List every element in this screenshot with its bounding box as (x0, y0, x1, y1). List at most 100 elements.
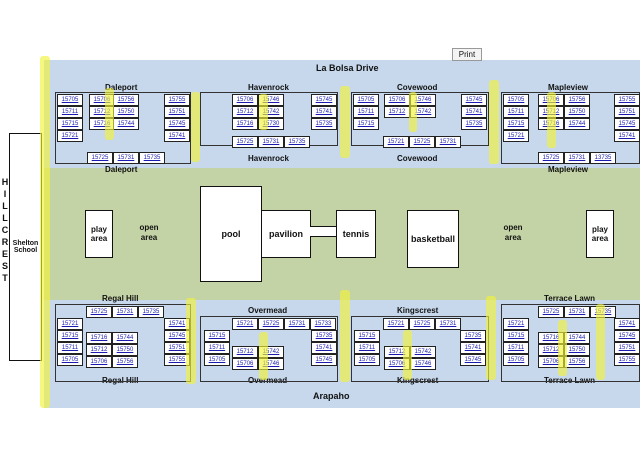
unit-terrace-right-2[interactable]: 15751 (614, 342, 640, 354)
unit-havenrock-right-0[interactable]: 15745 (311, 94, 337, 106)
unit-kingscrest-right-0[interactable]: 15735 (460, 330, 486, 342)
unit-covewood-inner-a-1[interactable]: 15712 (384, 106, 410, 118)
unit-mapleview-left-1[interactable]: 15711 (503, 106, 529, 118)
unit-mapleview-right-1[interactable]: 15751 (614, 106, 640, 118)
unit-regalhill-inner-a-2[interactable]: 15706 (86, 356, 112, 368)
unit-covewood-left-2[interactable]: 15715 (353, 118, 379, 130)
unit-terrace-inner-a-0[interactable]: 15716 (538, 332, 564, 344)
unit-covewood-bottom-2[interactable]: 15731 (435, 136, 461, 148)
unit-overmead-right-0[interactable]: 15735 (311, 330, 337, 342)
unit-regalhill-inner-b-1[interactable]: 15750 (112, 344, 138, 356)
unit-daleport-inner-b-1[interactable]: 15750 (113, 106, 139, 118)
unit-daleport-bottom-2[interactable]: 15735 (139, 152, 165, 164)
unit-terrace-inner-b-1[interactable]: 15750 (564, 344, 590, 356)
unit-regalhill-left-2[interactable]: 15711 (57, 342, 83, 354)
unit-mapleview-right-2[interactable]: 15745 (614, 118, 640, 130)
unit-covewood-left-1[interactable]: 15711 (353, 106, 379, 118)
unit-mapleview-bottom-0[interactable]: 15725 (538, 152, 564, 164)
unit-kingscrest-inner-b-0[interactable]: 15742 (410, 346, 436, 358)
unit-mapleview-bottom-1[interactable]: 15731 (564, 152, 590, 164)
unit-havenrock-left-2[interactable]: 15745 (164, 118, 190, 130)
unit-covewood-left-0[interactable]: 15705 (353, 94, 379, 106)
unit-daleport-left-1[interactable]: 15711 (57, 106, 83, 118)
unit-covewood-right-2[interactable]: 15735 (461, 118, 487, 130)
unit-daleport-inner-b-0[interactable]: 15756 (113, 94, 139, 106)
unit-overmead-inner-a-0[interactable]: 15712 (232, 346, 258, 358)
unit-terrace-left-1[interactable]: 15715 (503, 330, 529, 342)
unit-terrace-top-1[interactable]: 15731 (564, 306, 590, 318)
unit-kingscrest-top-1[interactable]: 15725 (409, 318, 435, 330)
unit-overmead-left-2[interactable]: 15705 (204, 354, 230, 366)
unit-havenrock-right-1[interactable]: 15741 (311, 106, 337, 118)
unit-terrace-inner-b-2[interactable]: 15756 (564, 356, 590, 368)
unit-daleport-bottom-0[interactable]: 15725 (87, 152, 113, 164)
unit-kingscrest-inner-b-1[interactable]: 15746 (410, 358, 436, 370)
unit-mapleview-left-3[interactable]: 15721 (503, 130, 529, 142)
unit-daleport-bottom-1[interactable]: 15731 (113, 152, 139, 164)
unit-regalhill-left-0[interactable]: 15721 (57, 318, 83, 330)
unit-overmead-right-2[interactable]: 15745 (311, 354, 337, 366)
unit-havenrock-bottom-2[interactable]: 15735 (284, 136, 310, 148)
unit-daleport-left-2[interactable]: 15715 (57, 118, 83, 130)
unit-regalhill-inner-a-0[interactable]: 15716 (86, 332, 112, 344)
unit-havenrock-right-2[interactable]: 15735 (311, 118, 337, 130)
unit-overmead-left-0[interactable]: 15715 (204, 330, 230, 342)
unit-terrace-left-2[interactable]: 15711 (503, 342, 529, 354)
unit-kingscrest-left-1[interactable]: 15711 (354, 342, 380, 354)
unit-regalhill-left-1[interactable]: 15715 (57, 330, 83, 342)
unit-terrace-inner-b-0[interactable]: 15744 (564, 332, 590, 344)
unit-mapleview-bottom-2[interactable]: 13735 (590, 152, 616, 164)
unit-terrace-left-0[interactable]: 15721 (503, 318, 529, 330)
unit-daleport-left-3[interactable]: 15721 (57, 130, 83, 142)
unit-overmead-top-0[interactable]: 15721 (232, 318, 258, 330)
unit-daleport-left-0[interactable]: 15705 (57, 94, 83, 106)
unit-covewood-inner-a-0[interactable]: 15706 (384, 94, 410, 106)
unit-covewood-right-0[interactable]: 15745 (461, 94, 487, 106)
unit-terrace-top-0[interactable]: 15725 (538, 306, 564, 318)
unit-regalhill-inner-b-2[interactable]: 15756 (112, 356, 138, 368)
unit-regalhill-left-3[interactable]: 15705 (57, 354, 83, 366)
print-button[interactable]: Print (452, 48, 482, 61)
unit-regalhill-inner-b-0[interactable]: 15744 (112, 332, 138, 344)
unit-havenrock-inner-a-0[interactable]: 15706 (232, 94, 258, 106)
unit-mapleview-inner-b-2[interactable]: 15744 (564, 118, 590, 130)
unit-mapleview-right-3[interactable]: 15741 (614, 130, 640, 142)
unit-terrace-right-1[interactable]: 15745 (614, 330, 640, 342)
unit-kingscrest-left-2[interactable]: 15705 (354, 354, 380, 366)
unit-overmead-right-1[interactable]: 15741 (311, 342, 337, 354)
unit-regalhill-right-1[interactable]: 15745 (164, 330, 190, 342)
unit-kingscrest-right-2[interactable]: 15745 (460, 354, 486, 366)
unit-daleport-inner-b-2[interactable]: 15744 (113, 118, 139, 130)
unit-mapleview-inner-b-1[interactable]: 15750 (564, 106, 590, 118)
unit-kingscrest-right-1[interactable]: 15741 (460, 342, 486, 354)
unit-regalhill-top-1[interactable]: 15731 (112, 306, 138, 318)
unit-terrace-right-3[interactable]: 15755 (614, 354, 640, 366)
unit-overmead-left-1[interactable]: 15711 (204, 342, 230, 354)
unit-havenrock-inner-a-2[interactable]: 15716 (232, 118, 258, 130)
unit-kingscrest-top-2[interactable]: 15731 (435, 318, 461, 330)
unit-havenrock-left-0[interactable]: 15755 (164, 94, 190, 106)
unit-overmead-inner-a-1[interactable]: 15706 (232, 358, 258, 370)
unit-mapleview-left-2[interactable]: 15715 (503, 118, 529, 130)
unit-regalhill-top-2[interactable]: 15735 (138, 306, 164, 318)
unit-havenrock-left-3[interactable]: 15741 (164, 130, 190, 142)
unit-regalhill-top-0[interactable]: 15725 (86, 306, 112, 318)
unit-mapleview-left-0[interactable]: 15705 (503, 94, 529, 106)
unit-regalhill-right-0[interactable]: 15741 (164, 318, 190, 330)
unit-havenrock-bottom-1[interactable]: 15731 (258, 136, 284, 148)
unit-regalhill-inner-a-1[interactable]: 15712 (86, 344, 112, 356)
unit-kingscrest-top-0[interactable]: 15721 (383, 318, 409, 330)
unit-kingscrest-left-0[interactable]: 15715 (354, 330, 380, 342)
unit-overmead-top-2[interactable]: 15731 (284, 318, 310, 330)
unit-covewood-bottom-1[interactable]: 15725 (409, 136, 435, 148)
unit-havenrock-bottom-0[interactable]: 15725 (232, 136, 258, 148)
unit-terrace-left-3[interactable]: 15705 (503, 354, 529, 366)
unit-havenrock-inner-a-1[interactable]: 15712 (232, 106, 258, 118)
unit-covewood-bottom-0[interactable]: 15721 (383, 136, 409, 148)
unit-covewood-right-1[interactable]: 15741 (461, 106, 487, 118)
unit-terrace-right-0[interactable]: 15741 (614, 318, 640, 330)
unit-mapleview-right-0[interactable]: 15755 (614, 94, 640, 106)
unit-mapleview-inner-b-0[interactable]: 15756 (564, 94, 590, 106)
unit-overmead-top-3[interactable]: 15733 (310, 318, 336, 330)
unit-overmead-top-1[interactable]: 15725 (258, 318, 284, 330)
